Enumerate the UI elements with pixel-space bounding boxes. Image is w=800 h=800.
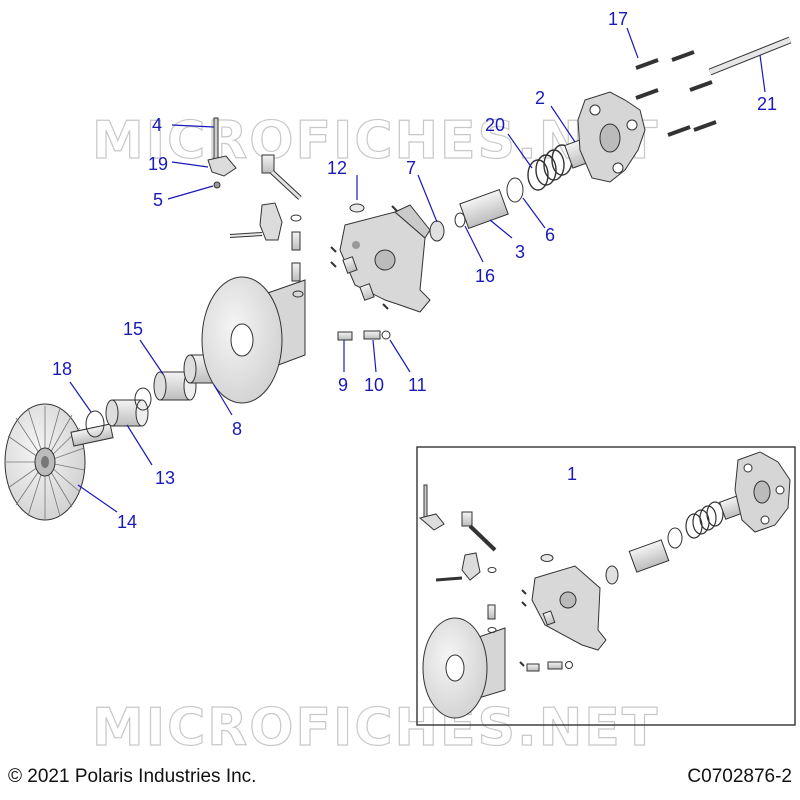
part-19-roller-arm [207,155,237,177]
part-6-washer [506,177,524,203]
callout-16: 16 [475,266,495,286]
callout-10: 10 [364,375,384,395]
callout-21: 21 [757,94,777,114]
callout-15: 15 [123,319,143,339]
part-4-pin [213,117,219,163]
part-7-washer [429,220,445,242]
callout-2: 2 [535,88,545,108]
part-17-bolts [635,50,717,137]
part-small-bushings [290,214,304,298]
part-movable-sheave [201,276,306,404]
callout-11: 11 [408,375,427,395]
watermark-bottom: MICROFICHES.NET [92,698,659,758]
callout-4: 4 [152,115,162,135]
part-5-nut [213,181,221,189]
callout-13: 13 [155,468,175,488]
part-10-pin [363,330,381,340]
part-13-bushing [105,399,149,427]
callout-17: 17 [608,9,628,29]
callout-20: 20 [485,115,505,135]
callout-6: 6 [545,225,555,245]
callout-8: 8 [232,419,242,439]
callout-5: 5 [153,190,163,210]
part-14-fixed-sheave [4,403,114,521]
part-9-roller [337,331,353,341]
callout-19: 19 [148,154,168,174]
part-small-pins [330,205,398,310]
part-3-bushing [459,188,509,230]
callout-12: 12 [327,158,347,178]
part-spider [339,204,431,313]
part-weight-pin [261,154,302,200]
part-21-shaft-bolt [708,36,792,76]
callout-7: 7 [406,158,416,178]
part-2-cover [564,91,646,183]
callout-3: 3 [515,242,525,262]
leader-lines [69,27,766,513]
drawing-number: C0702876-2 [687,766,792,787]
part-flyweight [229,202,283,241]
callout-14: 14 [117,512,137,532]
callout-1: 1 [567,464,577,484]
part-11-washer [381,330,391,340]
part-12-button [349,203,365,213]
copyright-text: © 2021 Polaris Industries Inc. [8,766,257,787]
callout-18: 18 [52,359,72,379]
part-16-o-ring [454,212,466,228]
part-18-o-ring [85,410,105,438]
callout-9: 9 [338,375,348,395]
assembly-inset: 1 [416,446,796,726]
